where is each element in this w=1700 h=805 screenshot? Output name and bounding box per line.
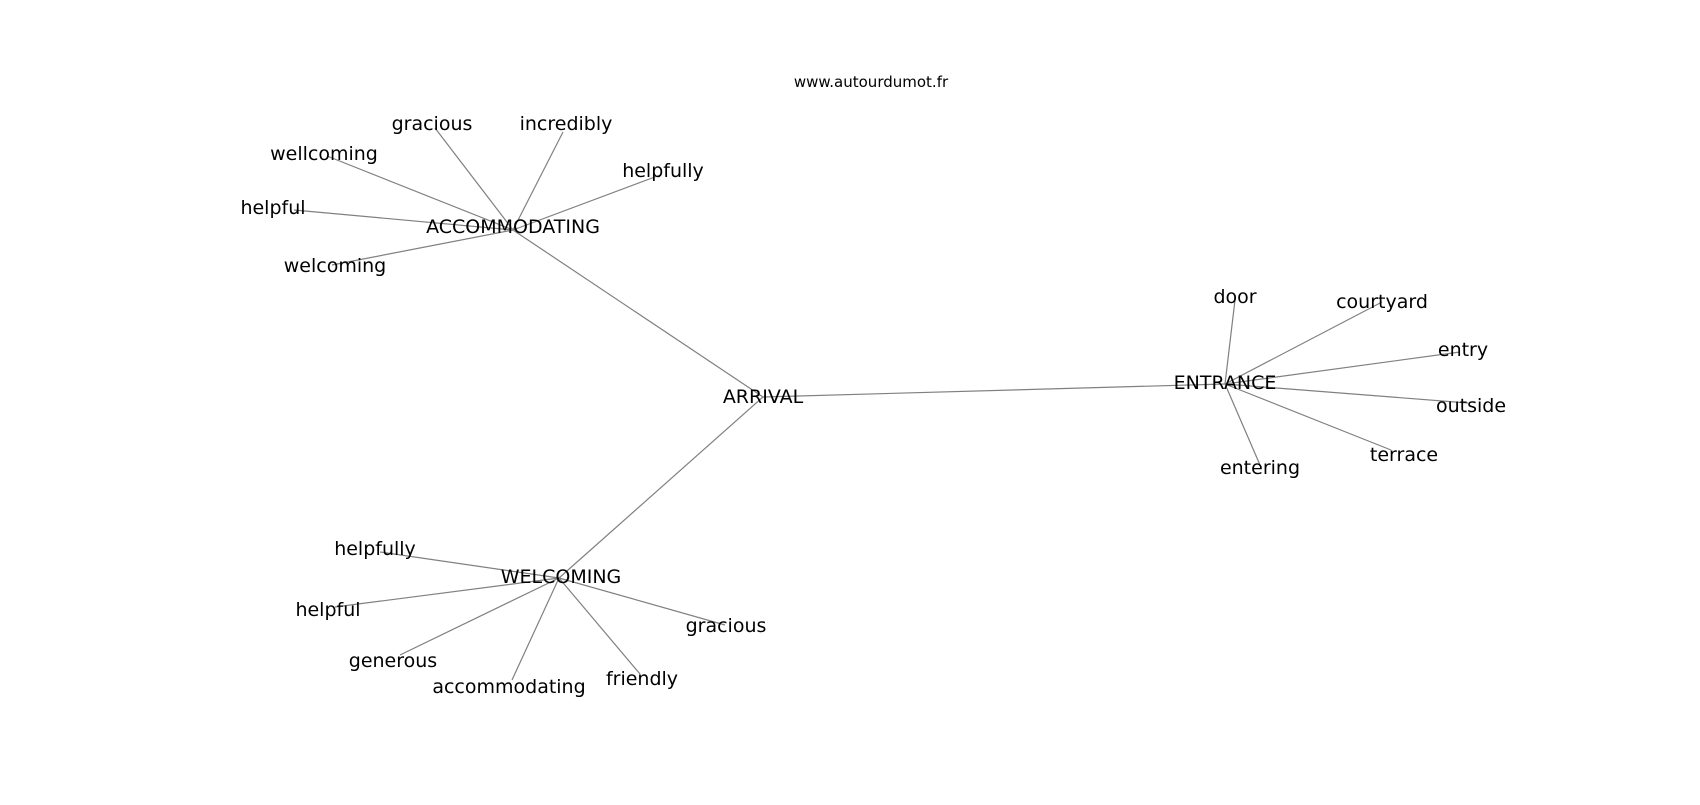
edge-entrance-to-terrace [1224, 383, 1392, 451]
node-word-accommodating-gracious[interactable]: gracious [392, 113, 473, 135]
node-word-entrance-entry[interactable]: entry [1438, 339, 1488, 361]
edge-welcoming-to-helpful [334, 577, 560, 608]
edge-accommodating-to-helpful [293, 209, 514, 231]
edge-accommodating-to-helpfully [512, 174, 661, 231]
edge-welcoming-to-accommodating [511, 577, 560, 681]
node-word-welcoming-accommodating[interactable]: accommodating [432, 676, 585, 698]
edge-welcoming-to-friendly [558, 577, 641, 675]
edges-layer [293, 127, 1469, 681]
node-word-welcoming-helpful[interactable]: helpful [295, 599, 360, 621]
edge-entrance-to-entry [1224, 351, 1461, 385]
edge-entrance-to-entering [1224, 383, 1261, 466]
node-word-accommodating-helpfully[interactable]: helpfully [622, 160, 704, 182]
edge-accommodating-to-welcoming [331, 229, 514, 266]
node-word-entrance-terrace[interactable]: terrace [1370, 444, 1438, 466]
node-word-welcoming-helpfully[interactable]: helpfully [334, 538, 416, 560]
edge-accommodating-to-incredibly [512, 131, 564, 231]
node-word-welcoming-friendly[interactable]: friendly [606, 668, 678, 690]
node-word-accommodating-wellcoming[interactable]: wellcoming [270, 143, 378, 165]
labels-layer: www.autourdumot.fr ARRIVAL ACCOMMODATING g… [240, 73, 1506, 698]
edge-welcoming-to-generous [399, 577, 560, 656]
edge-welcoming-to-gracious [558, 577, 726, 626]
node-word-welcoming-gracious[interactable]: gracious [686, 615, 767, 637]
edge-entrance-to-outside [1224, 383, 1469, 404]
node-hub-welcoming[interactable]: WELCOMING [501, 566, 622, 588]
edge-accommodating-to-gracious [434, 127, 514, 231]
edge-root-to-accommodating [512, 229, 764, 398]
node-root-arrival[interactable]: ARRIVAL [723, 386, 804, 408]
edge-welcoming-to-helpfully [379, 551, 560, 579]
node-word-accommodating-incredibly[interactable]: incredibly [520, 113, 613, 135]
node-word-entrance-outside[interactable]: outside [1436, 395, 1506, 417]
node-word-entrance-courtyard[interactable]: courtyard [1336, 291, 1428, 313]
node-word-welcoming-generous[interactable]: generous [349, 650, 437, 672]
edge-accommodating-to-wellcoming [326, 155, 514, 231]
node-word-accommodating-helpful[interactable]: helpful [240, 197, 305, 219]
node-word-entrance-entering[interactable]: entering [1220, 457, 1300, 479]
edge-root-to-entrance [762, 383, 1226, 398]
edge-entrance-to-door [1224, 299, 1236, 385]
node-word-accommodating-welcoming[interactable]: welcoming [284, 255, 386, 277]
node-word-entrance-door[interactable]: door [1213, 286, 1256, 308]
node-hub-entrance[interactable]: ENTRANCE [1174, 372, 1277, 394]
node-hub-accommodating[interactable]: ACCOMMODATING [426, 216, 600, 238]
edge-root-to-welcoming [558, 396, 764, 579]
edge-entrance-to-courtyard [1224, 301, 1383, 385]
source-watermark: www.autourdumot.fr [794, 73, 949, 91]
